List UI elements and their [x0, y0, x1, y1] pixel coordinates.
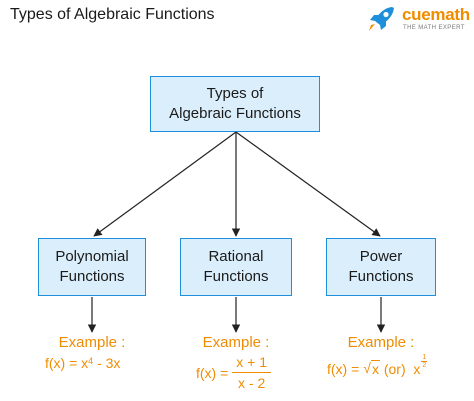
- power-formula-sqrt: √x: [363, 360, 380, 377]
- polynomial-example-label: Example :: [58, 334, 126, 351]
- root-box-line1: Types of: [206, 85, 264, 102]
- power-functions-box: Power Functions: [326, 238, 436, 296]
- power-formula-lhs: f(x) =: [327, 360, 360, 377]
- page-title: Types of Algebraic Functions: [10, 6, 215, 23]
- rational-functions-box: Rational Functions: [180, 238, 292, 296]
- polynomial-box-line2: Functions: [59, 268, 125, 285]
- arrow-root-to-power: [235, 131, 381, 237]
- logo-tagline: THE MATH EXPERT: [403, 25, 465, 31]
- square-root-sign-icon: √: [363, 360, 371, 376]
- cuemath-logo[interactable]: cuemath THE MATH EXPERT: [366, 4, 470, 34]
- logo-wordmark: cuemath: [402, 5, 470, 24]
- rational-example-formula: f(x) = x + 1 x - 2: [196, 354, 272, 391]
- power-box-line1: Power: [359, 248, 403, 265]
- rational-box-line2: Functions: [203, 268, 269, 285]
- rational-formula-numerator: x + 1: [232, 354, 272, 373]
- arrow-root-to-polynomial: [93, 131, 237, 237]
- power-formula-exponent: 1 2: [421, 354, 428, 369]
- rocket-icon: [369, 7, 394, 32]
- polynomial-functions-box: Polynomial Functions: [38, 238, 146, 296]
- power-box-line2: Functions: [348, 268, 414, 285]
- root-box-types-of-algebraic-functions: Types of Algebraic Functions: [150, 76, 320, 132]
- power-formula-exponent-denominator: 2: [422, 362, 427, 369]
- power-example-label: Example :: [347, 334, 415, 351]
- rational-formula-denominator: x - 2: [238, 375, 266, 391]
- power-formula-exponent-numerator: 1: [421, 354, 428, 362]
- root-box-line2: Algebraic Functions: [169, 105, 301, 122]
- polynomial-formula-exponent: 4: [88, 356, 94, 366]
- polynomial-formula-lhs: f(x) = x: [45, 355, 89, 371]
- polynomial-box-line1: Polynomial: [55, 248, 129, 265]
- polynomial-formula-rest: - 3x: [93, 355, 121, 371]
- power-example-formula: f(x) = √x (or) x 1 2: [327, 354, 428, 377]
- rational-box-line1: Rational: [208, 248, 264, 265]
- power-formula-radicand: x: [370, 360, 380, 377]
- power-formula-middle: (or) x: [379, 360, 421, 377]
- rational-formula-lhs: f(x) =: [196, 364, 229, 381]
- rational-formula-fraction: x + 1 x - 2: [232, 354, 272, 391]
- rational-example-label: Example :: [202, 334, 270, 351]
